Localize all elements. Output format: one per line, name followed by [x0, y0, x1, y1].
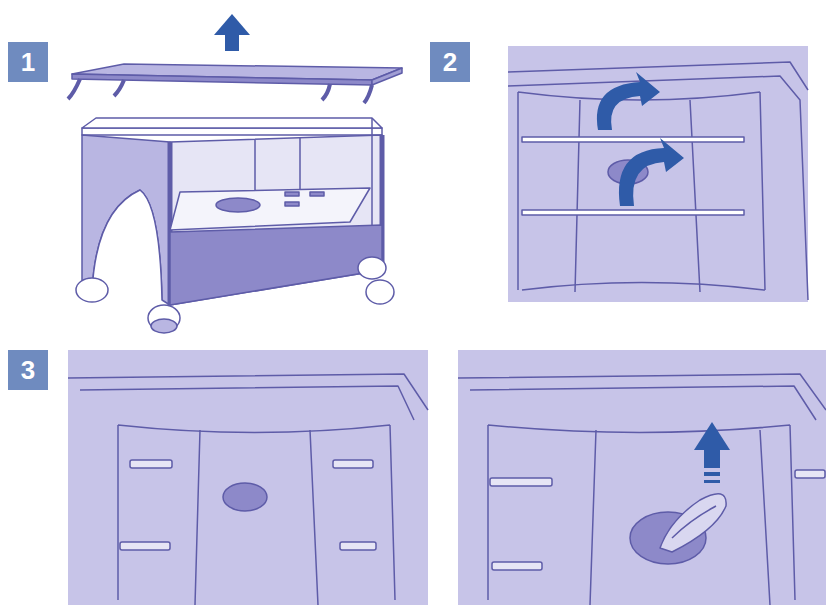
mattress-base-view [68, 350, 428, 605]
step-number: 1 [8, 42, 48, 82]
step-number: 2 [430, 42, 470, 82]
mattress-bars-view [508, 46, 808, 302]
strap-pull-view [458, 350, 826, 605]
step-number: 3 [8, 350, 48, 390]
lift-arrow [214, 14, 250, 51]
playpen [76, 118, 394, 333]
lid-board [68, 64, 402, 103]
pull-arrow [694, 422, 730, 483]
